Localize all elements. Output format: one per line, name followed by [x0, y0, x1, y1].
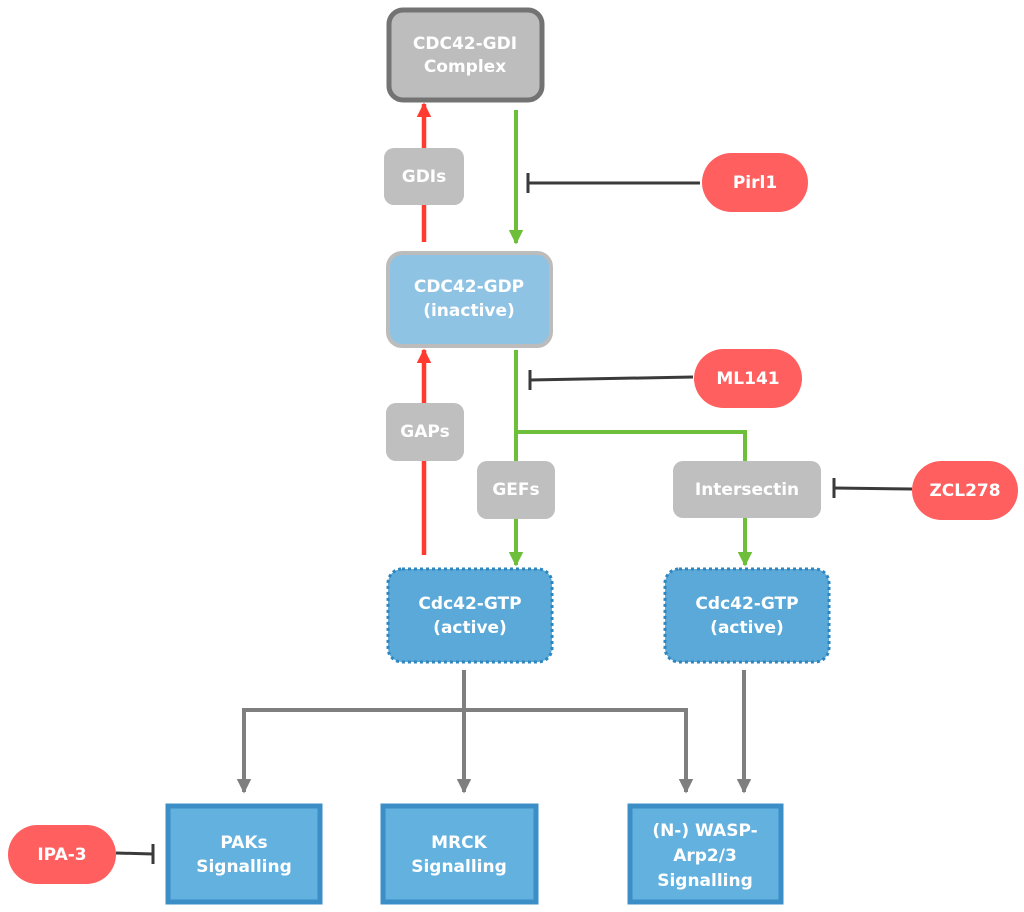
inhibitor-ipa3: IPA-3: [8, 825, 116, 884]
node-label-line2: Complex: [424, 57, 506, 77]
inhibition-zcl278: [832, 478, 913, 498]
inhibitor-label: ML141: [716, 369, 779, 389]
regulator-intersectin: Intersectin: [673, 461, 821, 518]
regulator-gefs: GEFs: [477, 461, 555, 519]
inhibition-pirl1: [526, 173, 700, 193]
regulator-gaps: GAPs: [386, 403, 464, 461]
regulator-label: GDIs: [402, 167, 447, 187]
node-cdc42-gtp-active-right: Cdc42-GTP (active): [663, 567, 831, 664]
node-label-line2: Arp2/3: [673, 846, 737, 866]
regulator-label: GEFs: [492, 480, 539, 500]
node-label-line1: CDC42-GDP: [414, 277, 524, 297]
node-label-line1: MRCK: [431, 833, 487, 853]
node-label-line2: Signalling: [411, 857, 507, 877]
node-label-line2: Signalling: [196, 857, 292, 877]
node-label-line2: (active): [710, 618, 784, 638]
inhibitor-label: Pirl1: [733, 173, 777, 193]
inhibition-ipa3: [115, 844, 155, 864]
inhibitor-label: ZCL278: [929, 481, 1000, 501]
node-label-line2: (inactive): [423, 301, 515, 321]
node-label-line3: Signalling: [657, 871, 753, 891]
node-label-line1: Cdc42-GTP: [695, 594, 798, 614]
inhibitor-label: IPA-3: [37, 845, 86, 865]
node-label-line1: (N-) WASP-: [652, 821, 757, 841]
node-label-line1: PAKs: [220, 833, 267, 853]
node-mrck-signalling: MRCK Signalling: [380, 803, 539, 905]
regulator-gdis: GDIs: [384, 148, 464, 205]
green-line-branch-right: [516, 430, 747, 462]
inhibition-ml141: [528, 370, 694, 390]
node-cdc42-gdi-complex: CDC42-GDI Complex: [386, 7, 545, 103]
inhibitor-ml141: ML141: [694, 349, 802, 408]
node-paks-signalling: PAKs Signalling: [165, 803, 323, 905]
regulator-label: Intersectin: [695, 480, 799, 500]
node-label-line1: CDC42-GDI: [413, 34, 517, 54]
node-wasp-arp23-signalling: (N-) WASP- Arp2/3 Signalling: [627, 803, 784, 905]
inhibitor-pirl1: Pirl1: [702, 153, 808, 212]
node-cdc42-gtp-active-left: Cdc42-GTP (active): [386, 567, 554, 664]
node-label-line1: Cdc42-GTP: [418, 594, 521, 614]
node-cdc42-gdp-inactive: CDC42-GDP (inactive): [386, 251, 553, 348]
inhibitor-zcl278: ZCL278: [912, 461, 1018, 520]
regulator-label: GAPs: [400, 422, 449, 442]
node-label-line2: (active): [433, 618, 507, 638]
